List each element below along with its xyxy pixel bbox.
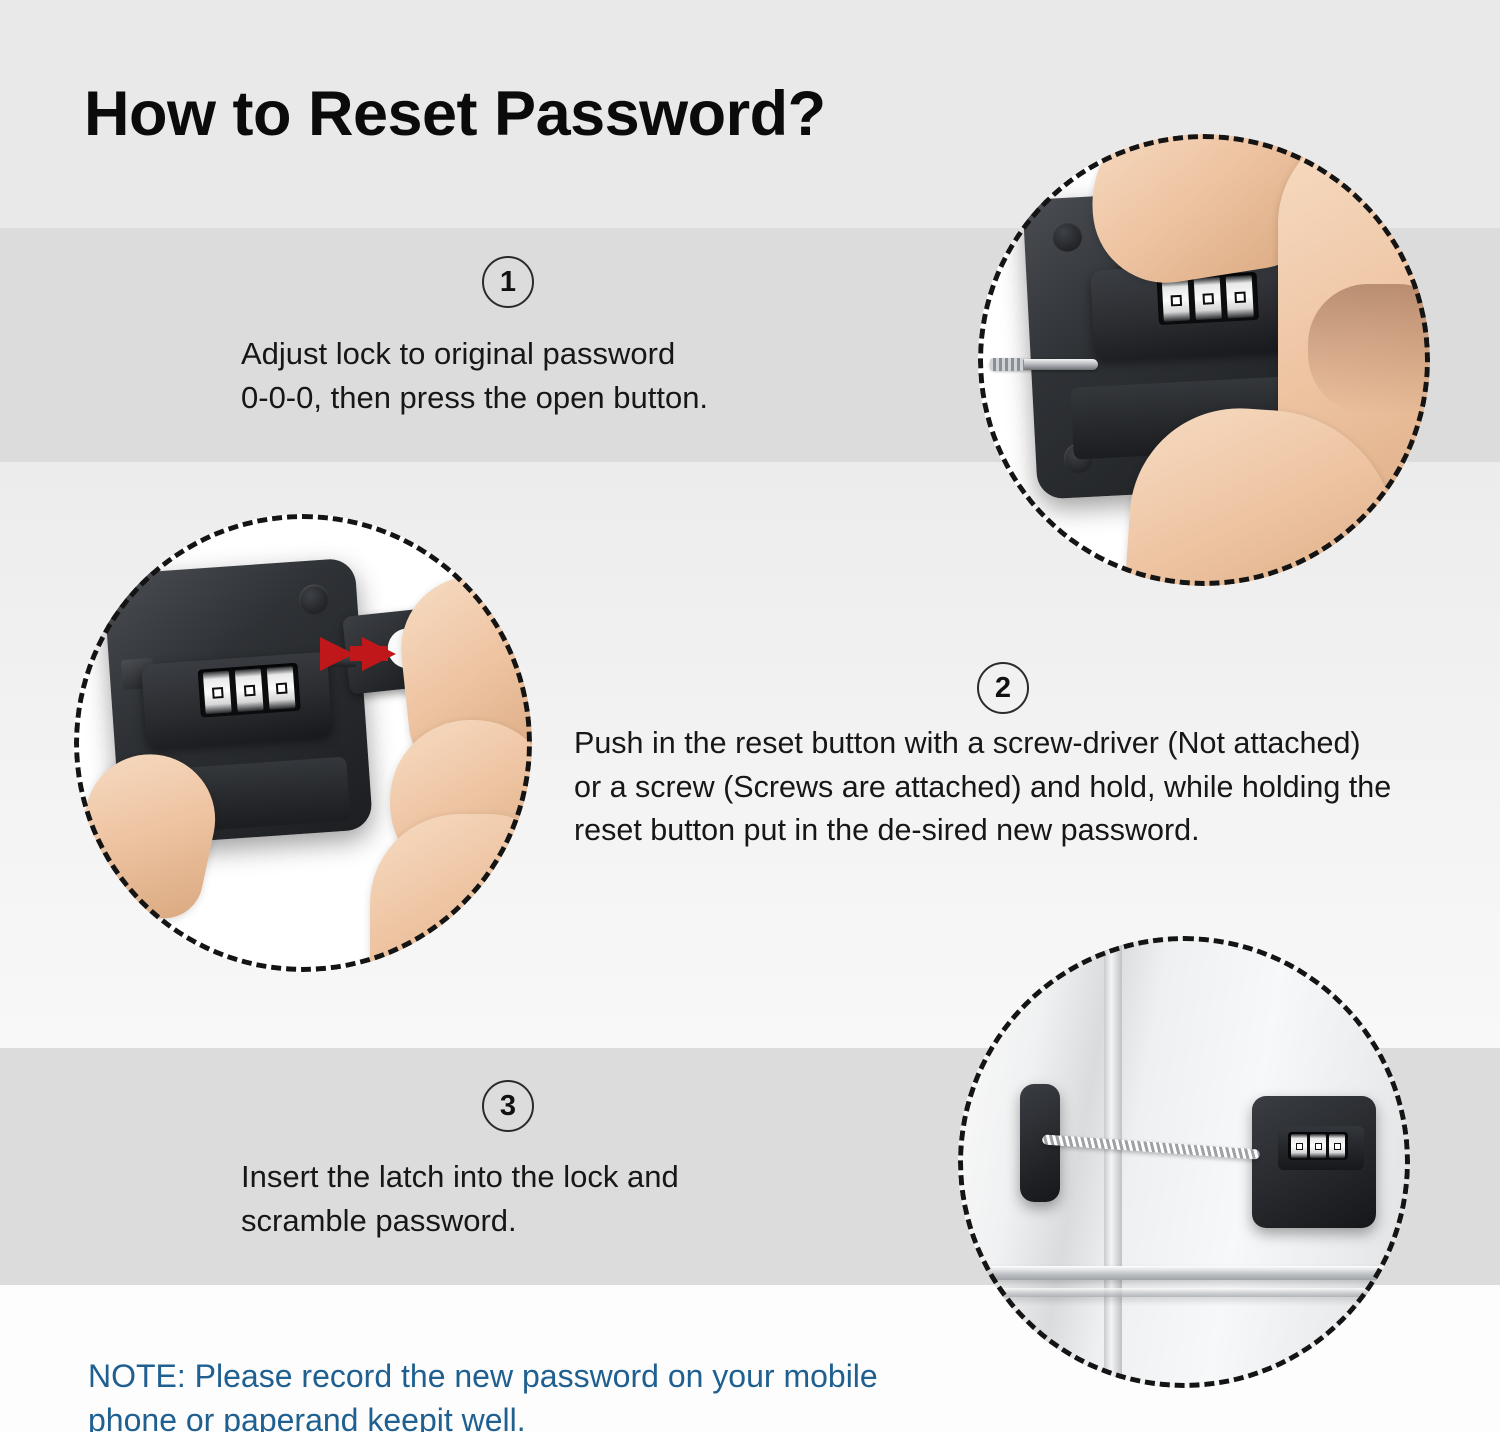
hand-palm-2 (370, 814, 532, 972)
step-number-badge-1: 1 (482, 256, 534, 308)
fridge-door-gap (1104, 936, 1122, 1388)
step-description-3: Insert the latch into the lock and scram… (241, 1159, 679, 1239)
lock-screw-icon (298, 583, 331, 616)
dial-1[interactable] (1291, 1134, 1307, 1158)
step-number-label-2: 2 (994, 671, 1012, 704)
fridge-handle-rail (958, 1266, 1410, 1280)
dial-1[interactable] (1161, 278, 1190, 322)
dial-2[interactable] (1310, 1134, 1326, 1158)
dial-housing-2 (141, 651, 333, 749)
combination-dials-3 (1288, 1132, 1348, 1160)
dial-zero-glyph (1333, 1142, 1341, 1150)
step-photo-2-scene (74, 514, 532, 972)
step-description-1: Adjust lock to original password 0-0-0, … (241, 336, 709, 416)
dial-zero-glyph (211, 686, 224, 699)
dial-zero-glyph (275, 682, 287, 694)
hand-shadow-crease-1 (1308, 284, 1430, 414)
fridge-handle-rail-2 (958, 1288, 1410, 1297)
step-number-badge-2: 2 (977, 662, 1029, 714)
dial-3[interactable] (266, 666, 296, 710)
step-photo-3-scene (958, 936, 1410, 1388)
step-photo-3 (958, 936, 1410, 1388)
step-description-2: Push in the reset button with a screw-dr… (574, 726, 1392, 848)
lock-body-3 (1252, 1096, 1376, 1228)
step-photo-2 (74, 514, 532, 972)
step-number-label-3: 3 (499, 1089, 517, 1122)
note-text: NOTE: Please record the new password on … (88, 1358, 878, 1432)
dial-zero-glyph (1295, 1142, 1303, 1150)
dial-zero-glyph (1201, 292, 1214, 305)
step-photo-1-scene (978, 134, 1430, 586)
reset-key-shaft (320, 656, 356, 667)
red-arrow-tail (350, 646, 388, 661)
dial-3[interactable] (1225, 275, 1254, 319)
step-number-badge-3: 3 (482, 1080, 534, 1132)
combination-dials-2 (197, 662, 301, 718)
dial-zero-glyph (1170, 294, 1182, 306)
step-number-label-1: 1 (499, 265, 517, 298)
red-arrow-icon (320, 637, 354, 671)
dial-zero-glyph (243, 684, 256, 697)
lock-cable-1 (990, 359, 1098, 370)
step-photo-1 (978, 134, 1430, 586)
lock-screw-icon (1051, 220, 1084, 253)
red-arrow-icon-2 (362, 637, 396, 671)
dial-zero-glyph (1233, 291, 1246, 303)
dial-3[interactable] (1329, 1134, 1345, 1158)
cable-threaded-tip (990, 358, 1024, 371)
dial-1[interactable] (202, 670, 232, 715)
page-title: How to Reset Password? (84, 79, 826, 149)
dial-2[interactable] (234, 668, 264, 713)
dial-zero-glyph (1314, 1142, 1322, 1150)
dial-2[interactable] (1193, 276, 1222, 321)
